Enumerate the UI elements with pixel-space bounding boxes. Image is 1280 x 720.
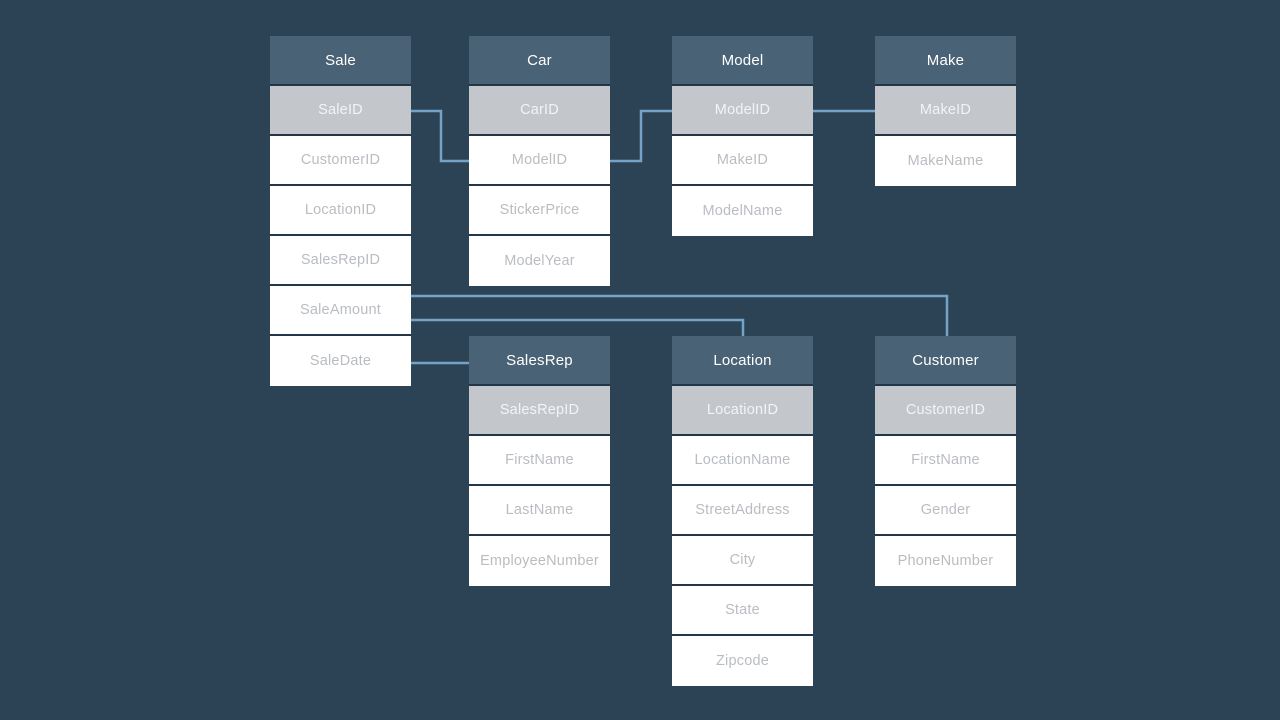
entity-field-customer-gender[interactable]: Gender [875,486,1016,536]
entity-field-customer-phonenumber[interactable]: PhoneNumber [875,536,1016,586]
entity-title-customer: Customer [875,336,1016,386]
entity-field-salesrep-lastname[interactable]: LastName [469,486,610,536]
entity-field-sale-saleid[interactable]: SaleID [270,86,411,136]
entity-field-car-carid[interactable]: CarID [469,86,610,136]
entity-field-location-zipcode[interactable]: Zipcode [672,636,813,686]
entity-field-sale-customerid[interactable]: CustomerID [270,136,411,186]
entity-field-location-locationname[interactable]: LocationName [672,436,813,486]
entity-title-make: Make [875,36,1016,86]
entity-title-model: Model [672,36,813,86]
entity-field-sale-saledate[interactable]: SaleDate [270,336,411,386]
entity-field-customer-customerid[interactable]: CustomerID [875,386,1016,436]
entity-title-car: Car [469,36,610,86]
entity-field-car-stickerprice[interactable]: StickerPrice [469,186,610,236]
entity-field-sale-saleamount[interactable]: SaleAmount [270,286,411,336]
entity-field-make-makeid[interactable]: MakeID [875,86,1016,136]
entity-field-model-makeid[interactable]: MakeID [672,136,813,186]
entity-title-sale: Sale [270,36,411,86]
entity-field-location-state[interactable]: State [672,586,813,636]
entity-field-salesrep-employeenumber[interactable]: EmployeeNumber [469,536,610,586]
entity-field-car-modelyear[interactable]: ModelYear [469,236,610,286]
entity-field-location-city[interactable]: City [672,536,813,586]
entity-field-sale-salesrepid[interactable]: SalesRepID [270,236,411,286]
entity-field-model-modelid[interactable]: ModelID [672,86,813,136]
entity-field-salesrep-salesrepid[interactable]: SalesRepID [469,386,610,436]
entity-field-sale-locationid[interactable]: LocationID [270,186,411,236]
entity-field-car-modelid[interactable]: ModelID [469,136,610,186]
entity-field-customer-firstname[interactable]: FirstName [875,436,1016,486]
entity-field-make-makename[interactable]: MakeName [875,136,1016,186]
entity-field-salesrep-firstname[interactable]: FirstName [469,436,610,486]
entity-field-location-streetaddress[interactable]: StreetAddress [672,486,813,536]
entity-field-model-modelname[interactable]: ModelName [672,186,813,236]
entity-field-location-locationid[interactable]: LocationID [672,386,813,436]
entity-title-salesrep: SalesRep [469,336,610,386]
entity-title-location: Location [672,336,813,386]
